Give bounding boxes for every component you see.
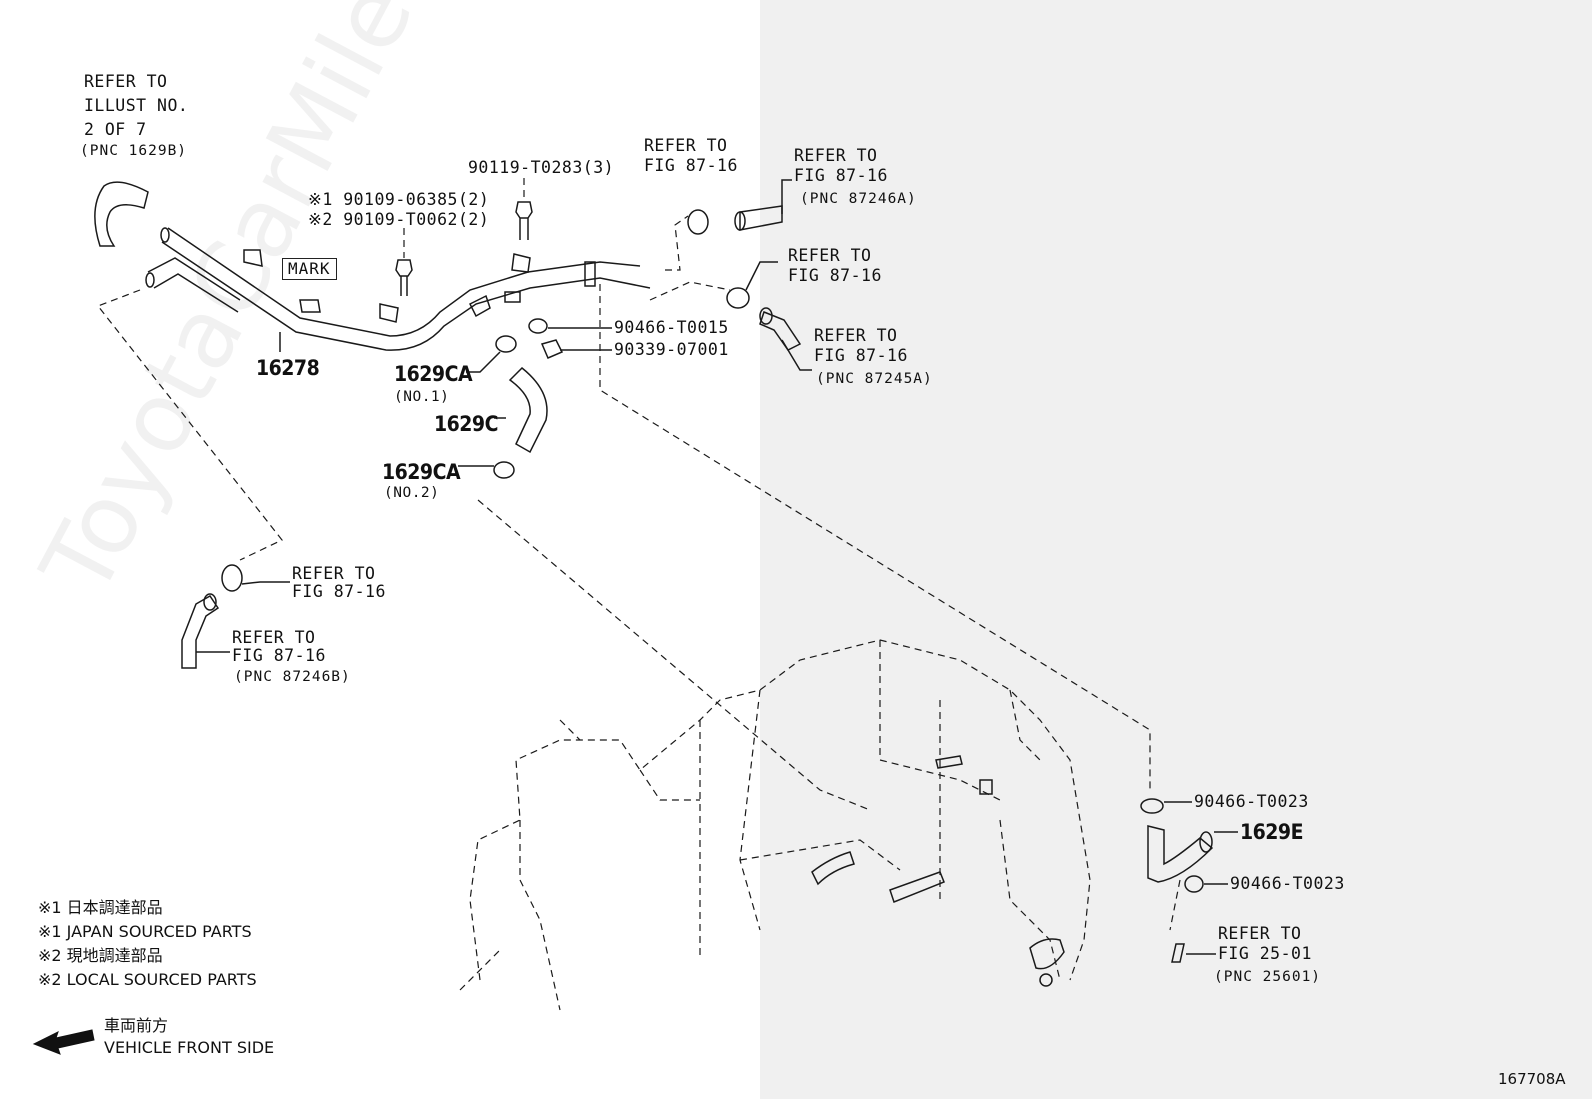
figure-id: 167708A bbox=[1498, 1070, 1566, 1088]
plug-07001 bbox=[540, 339, 564, 359]
label-refer-b-pnc: (PNC 87246A) bbox=[800, 191, 917, 207]
pipe-16278 bbox=[145, 227, 651, 352]
label-refer-e-line1: REFER TO bbox=[292, 564, 376, 583]
label-refer-illust-line2: ILLUST NO. bbox=[84, 96, 189, 115]
note-local-jp: ※2 現地調達部品 bbox=[38, 946, 163, 965]
note-local-en: ※2 LOCAL SOURCED PARTS bbox=[38, 970, 257, 989]
arrow-left-icon bbox=[32, 1029, 95, 1055]
label-refer-d-line2: FIG 87-16 bbox=[814, 346, 908, 365]
label-refer-f-line2: FIG 87-16 bbox=[232, 646, 326, 665]
label-hose-1629c: 1629C bbox=[434, 412, 498, 436]
label-refer-illust-pnc: (PNC 1629B) bbox=[80, 143, 188, 159]
label-clip-t0023-top: 90466-T0023 bbox=[1194, 792, 1309, 811]
clamp-no1 bbox=[495, 335, 517, 353]
label-clamp-no2-sub: (NO.2) bbox=[384, 485, 440, 501]
hose-1629b bbox=[94, 181, 149, 247]
note-japan-en: ※1 JAPAN SOURCED PARTS bbox=[38, 922, 252, 941]
label-bolt-t0283: 90119-T0283(3) bbox=[468, 158, 615, 177]
hose-87245a bbox=[759, 311, 802, 351]
hose-1629c bbox=[508, 366, 548, 454]
label-pipe-16278: 16278 bbox=[256, 356, 320, 380]
label-bolt-1: ※1 90109-06385(2) bbox=[308, 190, 490, 209]
label-refer-c-line1: REFER TO bbox=[788, 246, 872, 265]
note-japan-jp: ※1 日本調達部品 bbox=[38, 898, 163, 917]
label-clamp-no2: 1629CA bbox=[382, 460, 461, 484]
clamp-no2 bbox=[493, 461, 515, 479]
engine-outline bbox=[459, 639, 1091, 1011]
clip-t0023-bottom bbox=[1184, 875, 1204, 893]
clamp-refer-e bbox=[221, 564, 243, 592]
label-clip-t0015: 90466-T0015 bbox=[614, 318, 729, 337]
label-refer-e-line2: FIG 87-16 bbox=[292, 582, 386, 601]
label-refer-b-line1: REFER TO bbox=[794, 146, 878, 165]
label-clip-t0023-bottom: 90466-T0023 bbox=[1230, 874, 1345, 893]
mark-box: MARK bbox=[282, 258, 337, 280]
label-refer-a-line1: REFER TO bbox=[644, 136, 728, 155]
label-refer-c-line2: FIG 87-16 bbox=[788, 266, 882, 285]
clamp-refer-c bbox=[726, 287, 750, 309]
label-hose-1629e: 1629E bbox=[1240, 820, 1304, 844]
bolt-t0283 bbox=[515, 201, 533, 240]
label-refer-illust-line3: 2 OF 7 bbox=[84, 120, 147, 139]
label-refer-g-line1: REFER TO bbox=[1218, 924, 1302, 943]
shaded-panel bbox=[760, 0, 1592, 1099]
clip-t0015 bbox=[528, 318, 548, 334]
label-clamp-no1: 1629CA bbox=[394, 362, 473, 386]
label-refer-a-line2: FIG 87-16 bbox=[644, 156, 738, 175]
hose-87246a bbox=[739, 205, 783, 231]
label-refer-f-line1: REFER TO bbox=[232, 628, 316, 647]
label-refer-illust-line1: REFER TO bbox=[84, 72, 168, 91]
direction-jp: 車両前方 bbox=[104, 1016, 169, 1035]
hose-1629e bbox=[1147, 825, 1214, 883]
label-refer-f-pnc: (PNC 87246B) bbox=[234, 669, 351, 685]
bolt-06385 bbox=[395, 259, 413, 296]
label-refer-d-pnc: (PNC 87245A) bbox=[816, 371, 933, 387]
clamp-refer-a bbox=[687, 209, 709, 235]
label-refer-g-line2: FIG 25-01 bbox=[1218, 944, 1312, 963]
label-refer-d-line1: REFER TO bbox=[814, 326, 898, 345]
label-refer-g-pnc: (PNC 25601) bbox=[1214, 969, 1322, 985]
clip-t0023-top bbox=[1140, 798, 1164, 814]
direction-en: VEHICLE FRONT SIDE bbox=[104, 1038, 275, 1057]
label-plug-07001: 90339-07001 bbox=[614, 340, 729, 359]
label-bolt-2: ※2 90109-T0062(2) bbox=[308, 210, 490, 229]
hose-87246b bbox=[181, 595, 220, 669]
label-clamp-no1-sub: (NO.1) bbox=[394, 389, 450, 405]
dashed-leaders bbox=[97, 215, 1181, 931]
label-refer-b-line2: FIG 87-16 bbox=[794, 166, 888, 185]
